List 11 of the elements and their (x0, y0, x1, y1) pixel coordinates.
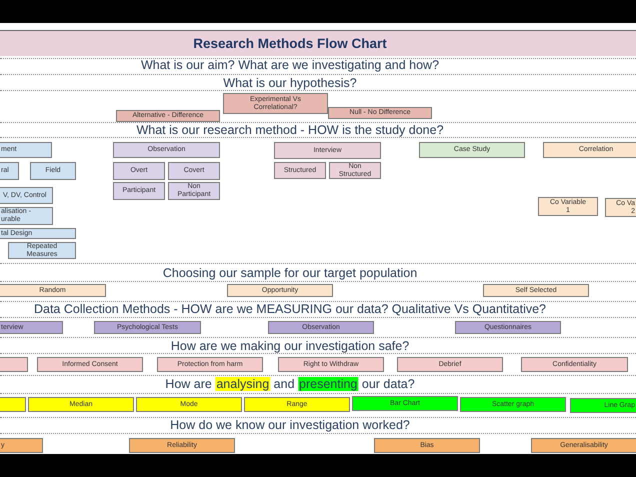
section-heading: How are analysing and presenting our data? (165, 377, 415, 391)
category-box (0, 397, 26, 412)
title-banner: Research Methods Flow Chart (0, 30, 636, 56)
section-heading: What is our aim? What are we investigating and how? (140, 58, 440, 72)
section-heading: How do we know our investigation worked? (170, 418, 410, 432)
category-box (0, 357, 28, 372)
section-heading: What is our hypothesis? (223, 76, 357, 90)
section-heading: What is our research method - HOW is the study done? (136, 123, 444, 137)
section-heading: Data Collection Methods - HOW are we MEASURING our data? Qualitative Vs Quantitative? (34, 302, 546, 316)
section-heading: Choosing our sample for our target population (162, 266, 418, 280)
section-heading: How are we making our investigation safe? (170, 339, 410, 353)
